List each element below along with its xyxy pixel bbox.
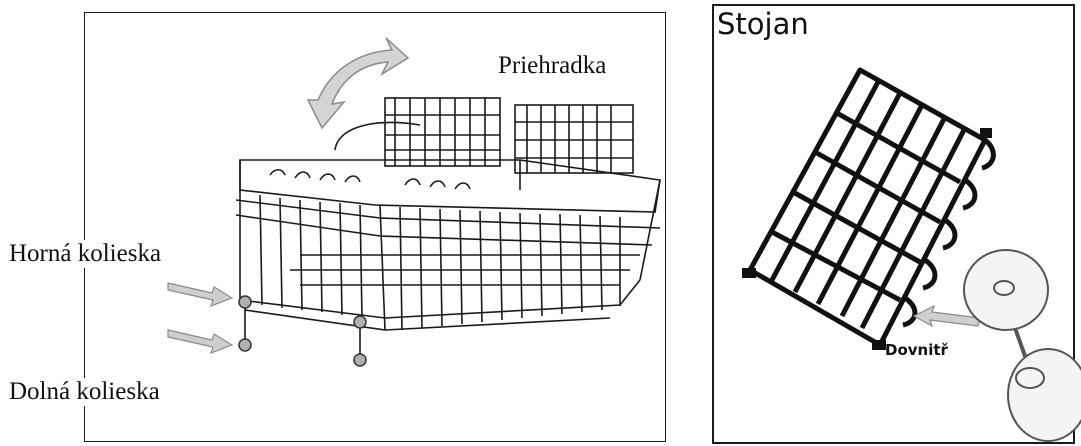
lower-wheels-label: Dolná kolieska: [9, 378, 166, 406]
rotate-arrow-icon: [306, 37, 410, 130]
rack-illustration-panel: [712, 4, 1075, 444]
wine-glass-icon: [963, 249, 1081, 442]
compartment-label: Priehradka: [498, 52, 607, 79]
rack-clips: [742, 128, 992, 350]
upper-wheels-label: Horná kolieska: [9, 240, 168, 268]
basket-wheels: [238, 295, 367, 367]
inward-label: Dovnitř: [885, 341, 948, 359]
basket-illustration-panel: [84, 12, 666, 442]
rack-title: Stojan: [717, 7, 809, 41]
pointer-arrow-icon: [167, 282, 234, 308]
pointer-arrow-icon: [912, 304, 981, 328]
pointer-arrow-icon: [167, 329, 234, 355]
dish-basket: [235, 97, 661, 360]
cup-rack: [747, 67, 996, 348]
